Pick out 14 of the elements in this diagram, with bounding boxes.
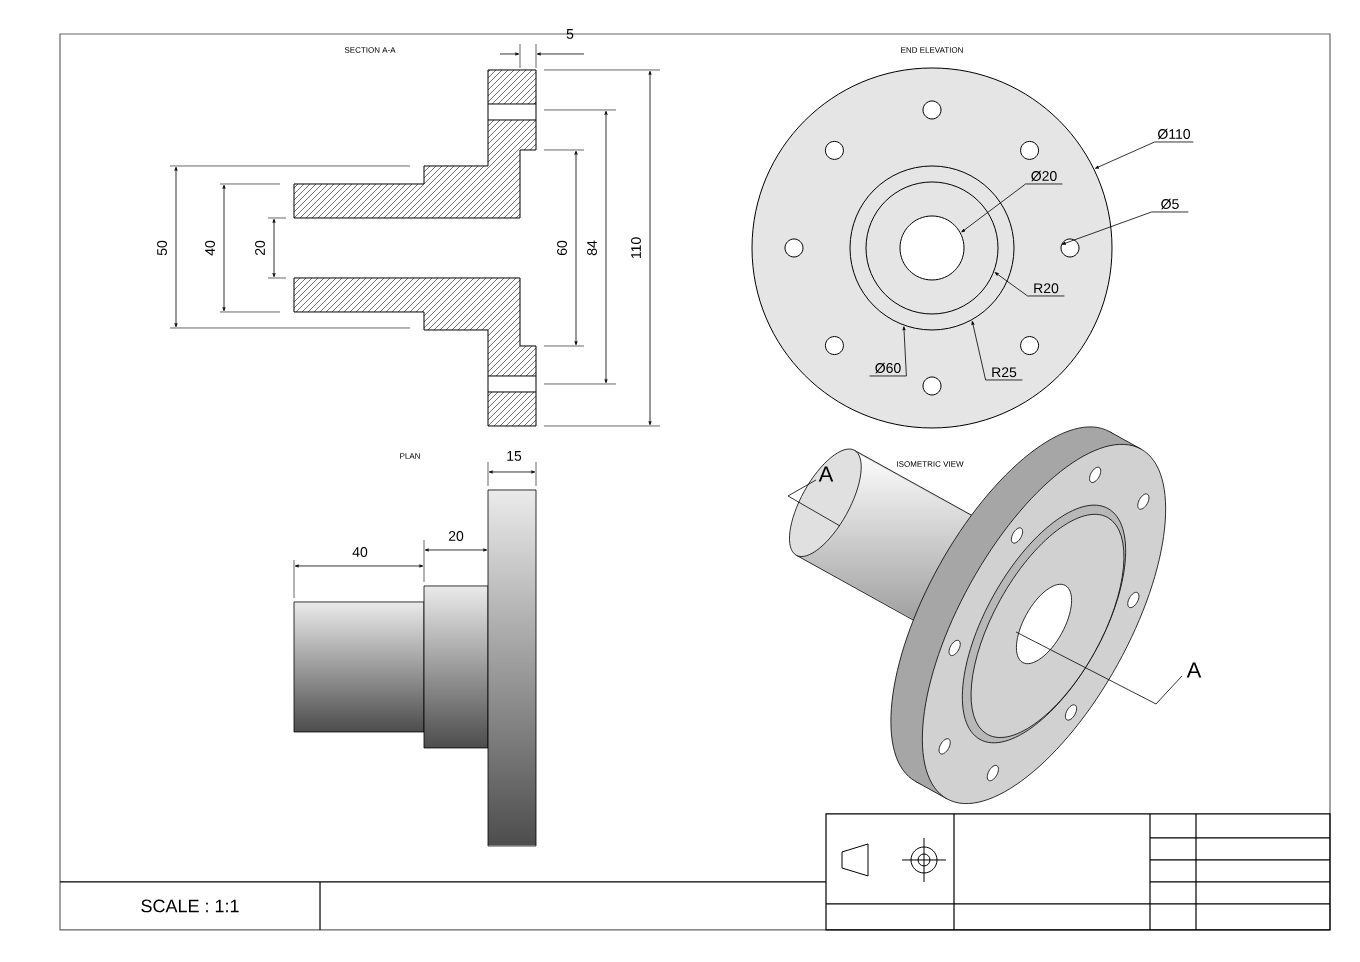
section-letter: A <box>818 466 834 482</box>
bolt-hole <box>1060 238 1080 258</box>
leader-line <box>1095 141 1194 169</box>
section-letter: A <box>1186 662 1202 678</box>
leader-line <box>961 183 1063 233</box>
leader-line <box>869 326 907 377</box>
scale-label: SCALE : 1:1 <box>141 899 239 913</box>
leader-line <box>1061 211 1189 245</box>
ring-circle <box>865 181 999 315</box>
leader-line <box>994 272 1065 297</box>
leader-line <box>971 320 1023 381</box>
flange-disc <box>751 67 1113 429</box>
bore-circle <box>899 215 965 281</box>
ring-circle <box>849 165 1015 331</box>
